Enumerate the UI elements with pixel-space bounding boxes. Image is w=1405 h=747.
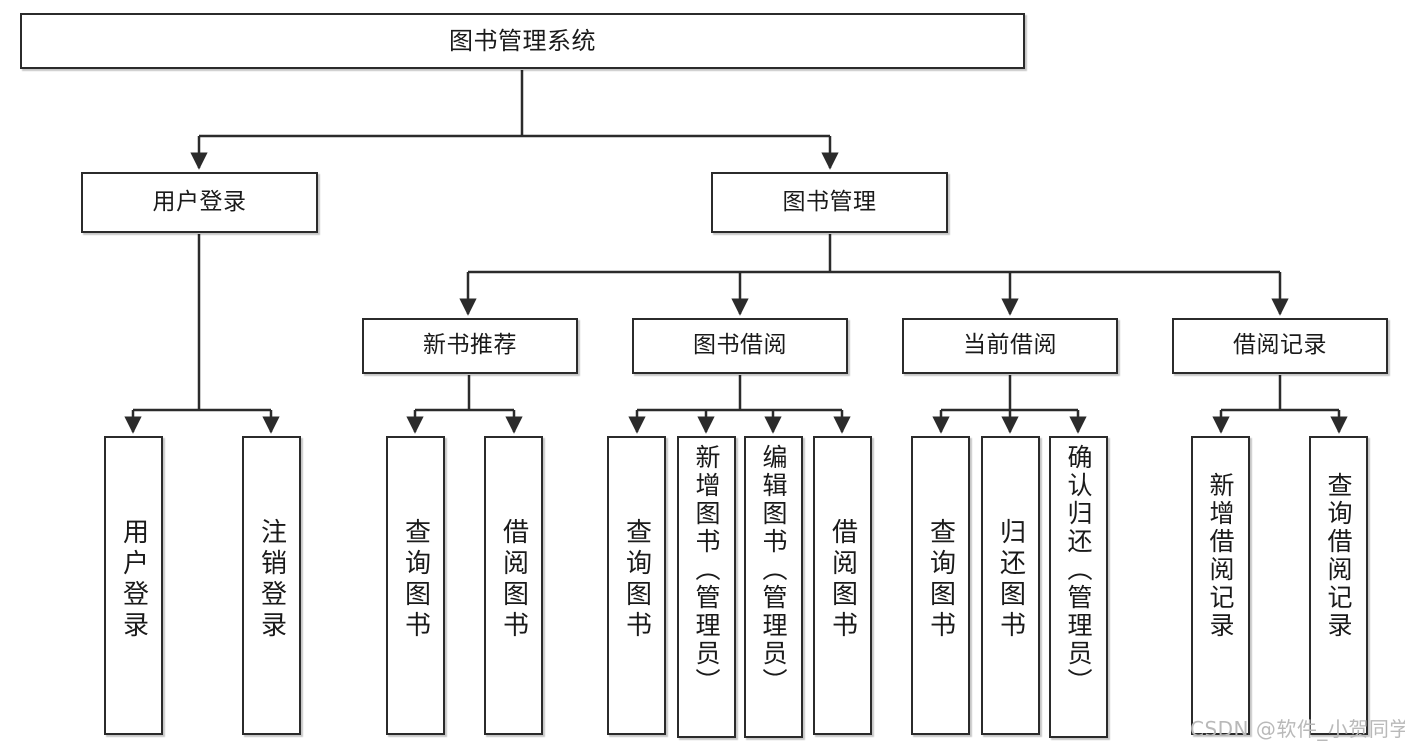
leaf-query-book-recommend[interactable]: 查询图书 xyxy=(386,436,445,735)
leaf-query-borrow-record[interactable]: 查询借阅记录 xyxy=(1309,436,1368,735)
leaf-edit-book-admin[interactable]: 编辑图书（管理员） xyxy=(744,436,803,738)
node-label: 新增图书（管理员） xyxy=(692,444,721,696)
leaf-query-book-current[interactable]: 查询图书 xyxy=(911,436,970,735)
leaf-logout[interactable]: 注销登录 xyxy=(242,436,301,735)
leaf-add-borrow-record[interactable]: 新增借阅记录 xyxy=(1191,436,1250,735)
node-label: 查询借阅记录 xyxy=(1324,472,1353,640)
leaf-return-book[interactable]: 归还图书 xyxy=(981,436,1040,735)
node-label: 用户登录 xyxy=(118,518,149,642)
leaf-borrow-book-recommend[interactable]: 借阅图书 xyxy=(484,436,543,735)
node-label: 查询图书 xyxy=(621,518,652,642)
node-label: 查询图书 xyxy=(925,518,956,642)
node-label: 归还图书 xyxy=(995,518,1026,642)
leaf-query-book-borrow[interactable]: 查询图书 xyxy=(607,436,666,735)
node-user-login[interactable]: 用户登录 xyxy=(81,172,318,233)
leaf-user-login[interactable]: 用户登录 xyxy=(104,436,163,735)
node-label: 用户登录 xyxy=(152,188,247,215)
node-label: 当前借阅 xyxy=(963,332,1057,359)
watermark-text: CSDN @软件_小贺同学 xyxy=(1190,717,1405,741)
node-book-management[interactable]: 图书管理 xyxy=(711,172,948,233)
leaf-borrow-book[interactable]: 借阅图书 xyxy=(813,436,872,735)
node-label: 注销登录 xyxy=(256,518,287,642)
node-label: 图书管理系统 xyxy=(449,26,596,55)
node-label: 新增借阅记录 xyxy=(1206,472,1235,640)
node-new-book-recommendation[interactable]: 新书推荐 xyxy=(362,318,578,374)
node-label: 图书借阅 xyxy=(693,332,787,359)
node-book-borrowing[interactable]: 图书借阅 xyxy=(632,318,848,374)
node-label: 编辑图书（管理员） xyxy=(759,444,788,696)
leaf-confirm-return-admin[interactable]: 确认归还（管理员） xyxy=(1049,436,1108,738)
node-borrowing-record[interactable]: 借阅记录 xyxy=(1172,318,1388,374)
node-label: 查询图书 xyxy=(400,518,431,642)
node-root-book-management-system[interactable]: 图书管理系统 xyxy=(20,13,1025,69)
node-label: 借阅记录 xyxy=(1233,332,1327,359)
node-label: 借阅图书 xyxy=(498,518,529,642)
node-label: 图书管理 xyxy=(782,188,877,215)
leaf-add-book-admin[interactable]: 新增图书（管理员） xyxy=(677,436,736,738)
node-current-borrowing[interactable]: 当前借阅 xyxy=(902,318,1118,374)
node-label: 确认归还（管理员） xyxy=(1064,444,1093,696)
node-label: 新书推荐 xyxy=(423,332,517,359)
node-label: 借阅图书 xyxy=(827,518,858,642)
